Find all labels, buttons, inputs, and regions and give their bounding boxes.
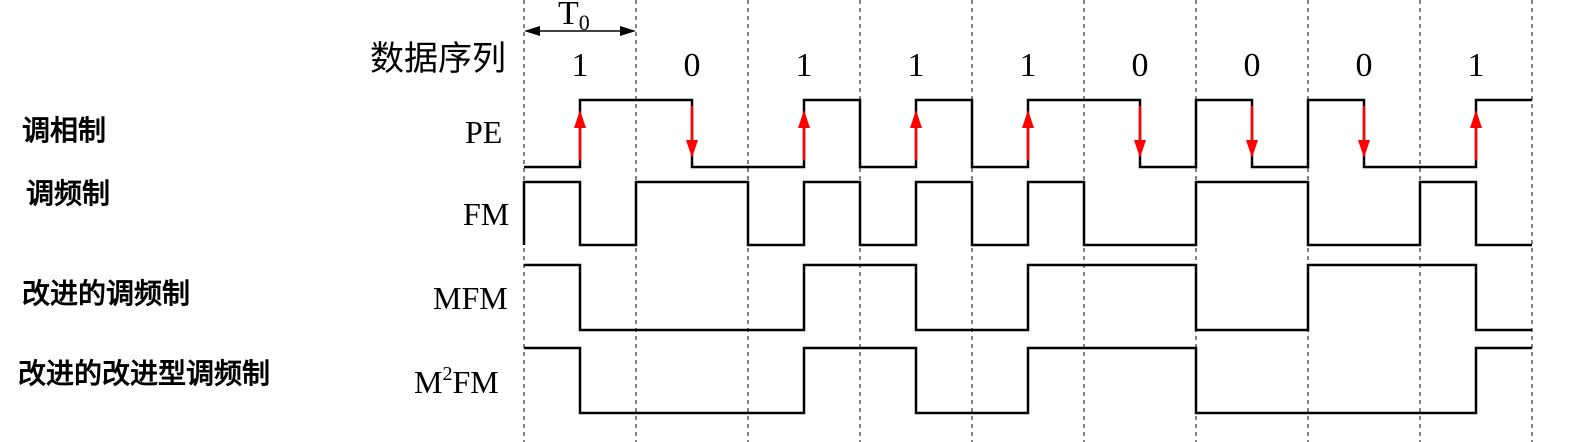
m2fm-abbrev-label: M2FM <box>414 363 499 400</box>
data-bit: 0 <box>684 47 701 84</box>
down-transition-arrow <box>1246 106 1258 158</box>
data-bit: 1 <box>1468 47 1485 84</box>
pe-method-label: 调相制 <box>22 114 106 147</box>
period-indicator: T0 <box>524 0 636 36</box>
data-bit: 1 <box>908 47 925 84</box>
period-label: T0 <box>558 0 590 35</box>
mfm-waveform <box>524 263 1532 332</box>
up-transition-arrow <box>798 110 810 160</box>
fm-method-label: 调频制 <box>26 177 110 210</box>
mfm-method-label: 改进的调频制 <box>22 277 190 310</box>
data-bit: 1 <box>1020 47 1037 84</box>
m2fm-method-label: 改进的改进型调频制 <box>18 357 270 390</box>
data-bit: 1 <box>572 47 589 84</box>
down-transition-arrow <box>1358 106 1370 158</box>
data-bit: 0 <box>1132 47 1149 84</box>
data-bits: 1 0 1 1 1 0 0 0 1 <box>572 47 1485 84</box>
data-bit: 0 <box>1356 47 1373 84</box>
pe-abbrev-label: PE <box>465 114 502 150</box>
up-transition-arrow <box>1022 110 1034 160</box>
data-bit: 1 <box>796 47 813 84</box>
m2fm-waveform <box>524 346 1532 415</box>
down-transition-arrow <box>686 106 698 158</box>
fm-waveform <box>522 180 1532 247</box>
fm-abbrev-label: FM <box>463 196 509 232</box>
up-transition-arrow <box>574 110 586 160</box>
up-transition-arrow <box>910 110 922 160</box>
mfm-abbrev-label: MFM <box>433 280 508 316</box>
up-transition-arrow <box>1470 110 1482 160</box>
data-bit: 0 <box>1244 47 1261 84</box>
down-transition-arrow <box>1134 106 1146 158</box>
pe-transition-arrows <box>574 106 1482 160</box>
data-sequence-label: 数据序列 <box>370 39 506 79</box>
